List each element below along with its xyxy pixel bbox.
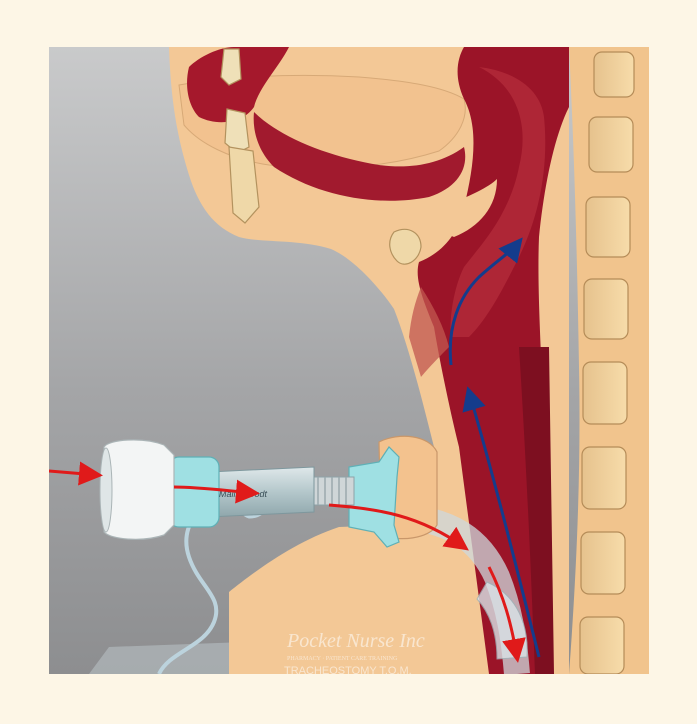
upper-incisor	[221, 49, 241, 85]
watermark-line2: TRACHEOSTOMY T.O.M.	[284, 665, 412, 674]
vertebra	[580, 617, 624, 674]
vertebra	[594, 52, 634, 97]
watermark-signature: Pocket Nurse Inc	[286, 630, 425, 652]
vertebra	[583, 362, 627, 424]
vertebra	[584, 279, 628, 339]
inner-cannula-cap	[104, 440, 174, 539]
connector-collar	[169, 457, 219, 527]
vertebra	[581, 532, 625, 594]
hyoid-bone	[390, 229, 421, 264]
vertebra	[582, 447, 626, 509]
vertebra	[589, 117, 633, 172]
watermark-line1: PHARMACY · PATIENT CARE TRAINING	[287, 656, 398, 662]
vertebra	[586, 197, 630, 257]
cap-opening	[100, 448, 112, 532]
tracheostomy-model-photo: Mallinckrodt Pocket Nurse Inc PHARMACY ·…	[49, 47, 649, 674]
